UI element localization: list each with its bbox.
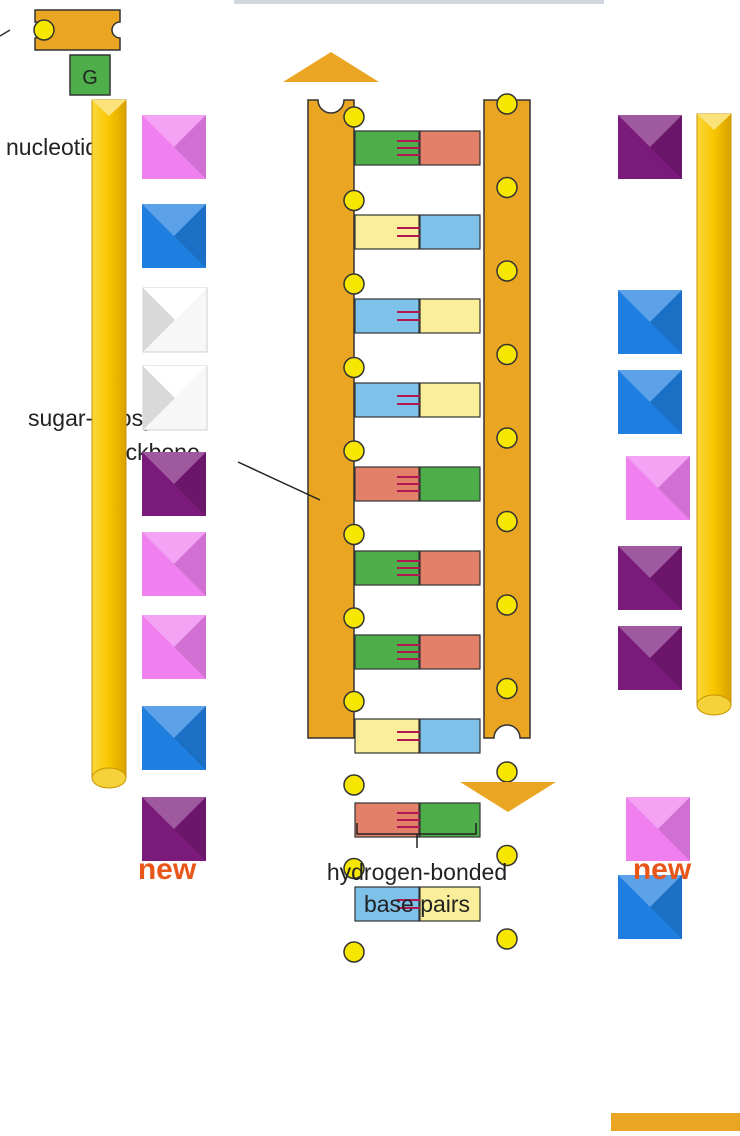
- nucleotide-base-letter: G: [82, 67, 98, 89]
- nucleotide-icon: G: [34, 10, 120, 95]
- hbond-label-line1: hydrogen-bonded: [327, 859, 507, 885]
- header-bar: [234, 0, 604, 4]
- nucleotide-pointer-line: [0, 30, 10, 36]
- phosphate-circle: [344, 608, 364, 628]
- left-new-rod-cap: [92, 768, 126, 788]
- base-right: [420, 467, 480, 501]
- phosphate-circle: [497, 762, 517, 782]
- right-new-strand: [618, 114, 731, 939]
- phosphate-circle: [344, 107, 364, 127]
- phosphate-circle: [497, 512, 517, 532]
- phosphate-circle: [497, 595, 517, 615]
- phosphate-circle: [344, 525, 364, 545]
- phosphate-circle: [497, 178, 517, 198]
- base-left: [355, 215, 419, 249]
- left-new-strand: [92, 100, 207, 861]
- right-new-rod: [697, 114, 731, 705]
- phosphate-circle: [344, 942, 364, 962]
- base-right: [420, 635, 480, 669]
- base-right: [420, 131, 480, 165]
- phosphate-circle: [497, 94, 517, 114]
- phosphate-circle: [344, 191, 364, 211]
- phosphate-circle: [497, 929, 517, 949]
- right-new-label: new: [633, 853, 692, 886]
- hbond-label-line2: base pairs: [364, 891, 470, 917]
- bottom-orange-bar: [611, 1113, 740, 1131]
- phosphate-circle: [344, 775, 364, 795]
- phosphate-circle: [497, 261, 517, 281]
- phosphate-circle: [344, 441, 364, 461]
- base-right: [420, 215, 480, 249]
- central-double-helix: [283, 52, 556, 962]
- left-new-rod: [92, 100, 126, 778]
- phosphate-circle: [344, 274, 364, 294]
- phosphate-circle: [497, 679, 517, 699]
- base-right: [420, 383, 480, 417]
- base-right: [420, 551, 480, 585]
- left-new-label: new: [138, 853, 197, 886]
- phosphate-circle: [497, 345, 517, 365]
- base-left: [355, 719, 419, 753]
- base-right: [420, 299, 480, 333]
- phosphate-circle: [344, 692, 364, 712]
- top-arrow: [283, 52, 379, 82]
- phosphate-circle: [344, 358, 364, 378]
- phosphate-circle: [497, 428, 517, 448]
- right-new-rod-cap: [697, 695, 731, 715]
- base-right: [420, 719, 480, 753]
- base-left: [355, 299, 419, 333]
- base-left: [355, 383, 419, 417]
- base-right: [420, 803, 480, 837]
